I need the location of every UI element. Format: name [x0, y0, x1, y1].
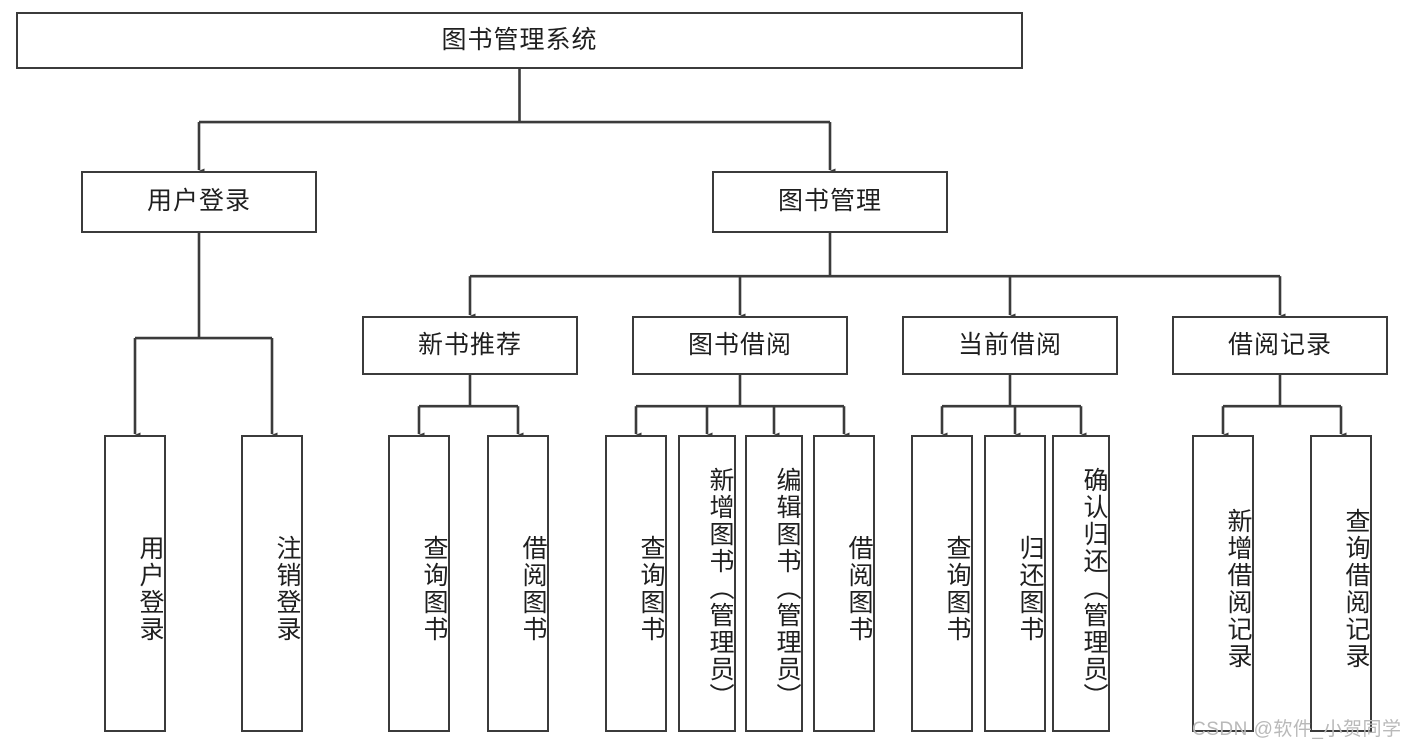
node-label: 归还图书: [1016, 534, 1044, 643]
node-book-borrow[interactable]: 图书借阅: [632, 316, 848, 375]
node-leaf-borrow-book[interactable]: 借阅图书: [813, 435, 875, 732]
node-leaf-borrow-book-recommend[interactable]: 借阅图书: [487, 435, 549, 732]
node-leaf-add-book-admin[interactable]: 新增图书（管理员）: [678, 435, 736, 732]
node-label: 图书管理: [777, 187, 882, 216]
node-current-borrow[interactable]: 当前借阅: [902, 316, 1118, 375]
node-leaf-query-borrow-record[interactable]: 查询借阅记录: [1310, 435, 1372, 732]
node-label: 确认归还（管理员）: [1080, 467, 1108, 710]
node-leaf-edit-book-admin[interactable]: 编辑图书（管理员）: [745, 435, 803, 732]
node-label: 查询借阅记录: [1342, 507, 1370, 670]
node-label: 新增图书（管理员）: [706, 467, 734, 710]
node-label: 借阅记录: [1227, 330, 1332, 359]
node-label: 借阅图书: [845, 534, 873, 643]
node-leaf-logout-login[interactable]: 注销登录: [241, 435, 303, 732]
watermark: CSDN @软件_小贺同学: [1192, 719, 1402, 740]
node-label: 新书推荐: [417, 330, 522, 359]
node-leaf-query-book-current[interactable]: 查询图书: [911, 435, 973, 732]
node-leaf-return-book[interactable]: 归还图书: [984, 435, 1046, 732]
node-leaf-query-book-recommend[interactable]: 查询图书: [388, 435, 450, 732]
node-label: 用户登录: [136, 534, 164, 643]
node-label: 用户登录: [146, 187, 251, 216]
node-leaf-query-book-borrow[interactable]: 查询图书: [605, 435, 667, 732]
node-leaf-confirm-return-admin[interactable]: 确认归还（管理员）: [1052, 435, 1110, 732]
node-root[interactable]: 图书管理系统: [16, 12, 1023, 69]
node-new-book-recommend[interactable]: 新书推荐: [362, 316, 578, 375]
node-book-management[interactable]: 图书管理: [712, 171, 948, 233]
node-leaf-add-borrow-record[interactable]: 新增借阅记录: [1192, 435, 1254, 732]
node-label: 图书管理系统: [441, 25, 598, 54]
node-label: 查询图书: [637, 534, 665, 643]
node-borrow-record[interactable]: 借阅记录: [1172, 316, 1388, 375]
node-label: 注销登录: [273, 534, 301, 643]
node-leaf-user-login[interactable]: 用户登录: [104, 435, 166, 732]
node-label: 新增借阅记录: [1224, 507, 1252, 670]
node-label: 编辑图书（管理员）: [773, 467, 801, 710]
node-label: 借阅图书: [519, 534, 547, 643]
node-user-login[interactable]: 用户登录: [81, 171, 317, 233]
node-label: 图书借阅: [687, 330, 792, 359]
node-label: 当前借阅: [957, 330, 1062, 359]
node-label: 查询图书: [420, 534, 448, 643]
node-label: 查询图书: [943, 534, 971, 643]
